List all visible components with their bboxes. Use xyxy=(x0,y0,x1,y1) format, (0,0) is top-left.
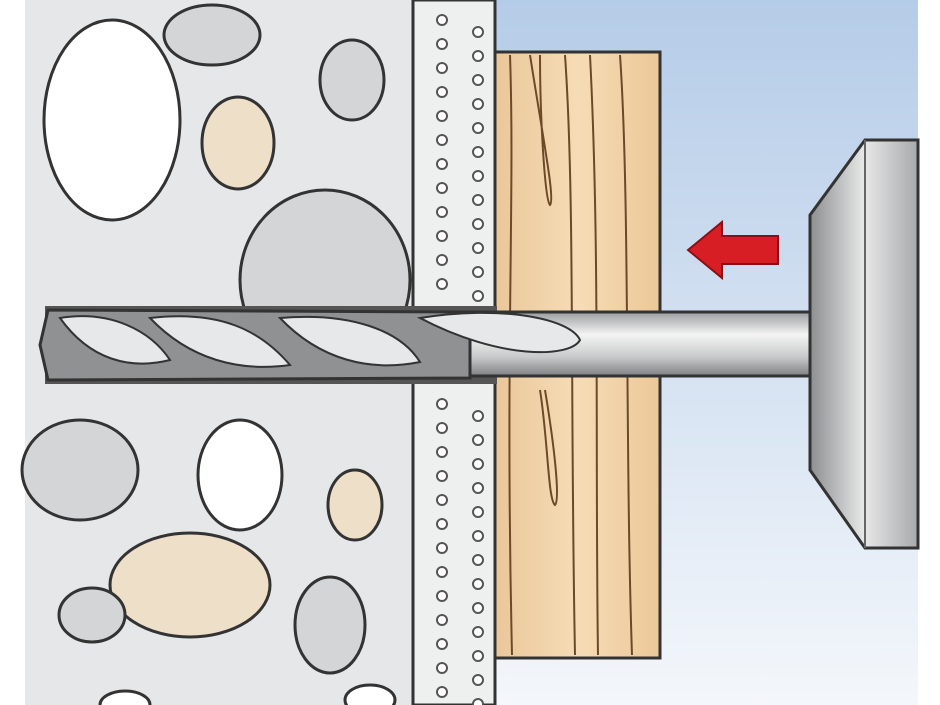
aggregate-stone xyxy=(343,683,397,705)
plaster-pore xyxy=(436,86,448,98)
aggregate-stone xyxy=(162,3,262,67)
aggregate-stone xyxy=(42,18,182,222)
plaster-pore xyxy=(472,650,484,662)
aggregate-stone xyxy=(293,575,367,675)
drill-bit xyxy=(38,306,817,384)
aggregate-stone xyxy=(196,418,284,532)
plaster-pore xyxy=(472,242,484,254)
plaster-pore xyxy=(436,110,448,122)
plaster-pore xyxy=(436,686,448,698)
plaster-pore xyxy=(472,266,484,278)
aggregate-stone xyxy=(200,95,276,191)
plaster-pore xyxy=(472,98,484,110)
plaster-pore xyxy=(472,50,484,62)
plaster-pore xyxy=(472,506,484,518)
plaster-pore xyxy=(436,254,448,266)
plaster-pore xyxy=(472,698,484,705)
plaster-pore xyxy=(436,134,448,146)
plaster-pore xyxy=(436,206,448,218)
plaster-pore xyxy=(436,518,448,530)
plaster-pore xyxy=(472,170,484,182)
plaster-pore xyxy=(472,482,484,494)
plaster-pore xyxy=(472,674,484,686)
direction-arrow-icon xyxy=(686,219,779,281)
plaster-pore xyxy=(472,458,484,470)
plaster-pore xyxy=(472,290,484,302)
plaster-pore xyxy=(472,434,484,446)
plaster-pore xyxy=(436,638,448,650)
plaster-pore xyxy=(436,614,448,626)
aggregate-stone xyxy=(20,418,140,522)
plaster-pore xyxy=(436,662,448,674)
plaster-pore xyxy=(472,626,484,638)
plaster-pore xyxy=(436,446,448,458)
plaster-pore xyxy=(436,566,448,578)
plaster-pore xyxy=(436,62,448,74)
plaster-pore xyxy=(472,26,484,38)
plaster-pore xyxy=(436,230,448,242)
plaster-pore xyxy=(436,158,448,170)
aggregate-stone xyxy=(108,531,272,639)
plaster-pore xyxy=(436,398,448,410)
plaster-pore xyxy=(472,194,484,206)
aggregate-stone xyxy=(57,586,127,644)
plaster-pore xyxy=(472,530,484,542)
plaster-pore xyxy=(436,494,448,506)
plaster-pore xyxy=(472,602,484,614)
plaster-pore xyxy=(472,578,484,590)
plaster-pore xyxy=(436,182,448,194)
drill-chuck xyxy=(808,138,920,550)
plaster-pore xyxy=(472,74,484,86)
plaster-pore xyxy=(472,218,484,230)
plaster-pore xyxy=(436,590,448,602)
plaster-pore xyxy=(436,278,448,290)
plaster-pore xyxy=(436,470,448,482)
plaster-pore xyxy=(436,14,448,26)
plaster-pore xyxy=(436,422,448,434)
plaster-pore xyxy=(472,410,484,422)
plaster-pore xyxy=(436,542,448,554)
aggregate-stone xyxy=(98,689,152,705)
plaster-pore xyxy=(436,38,448,50)
plaster-pore xyxy=(472,146,484,158)
plaster-pore xyxy=(472,554,484,566)
aggregate-stone xyxy=(326,468,384,542)
aggregate-stone xyxy=(318,38,386,122)
plaster-pore xyxy=(472,122,484,134)
